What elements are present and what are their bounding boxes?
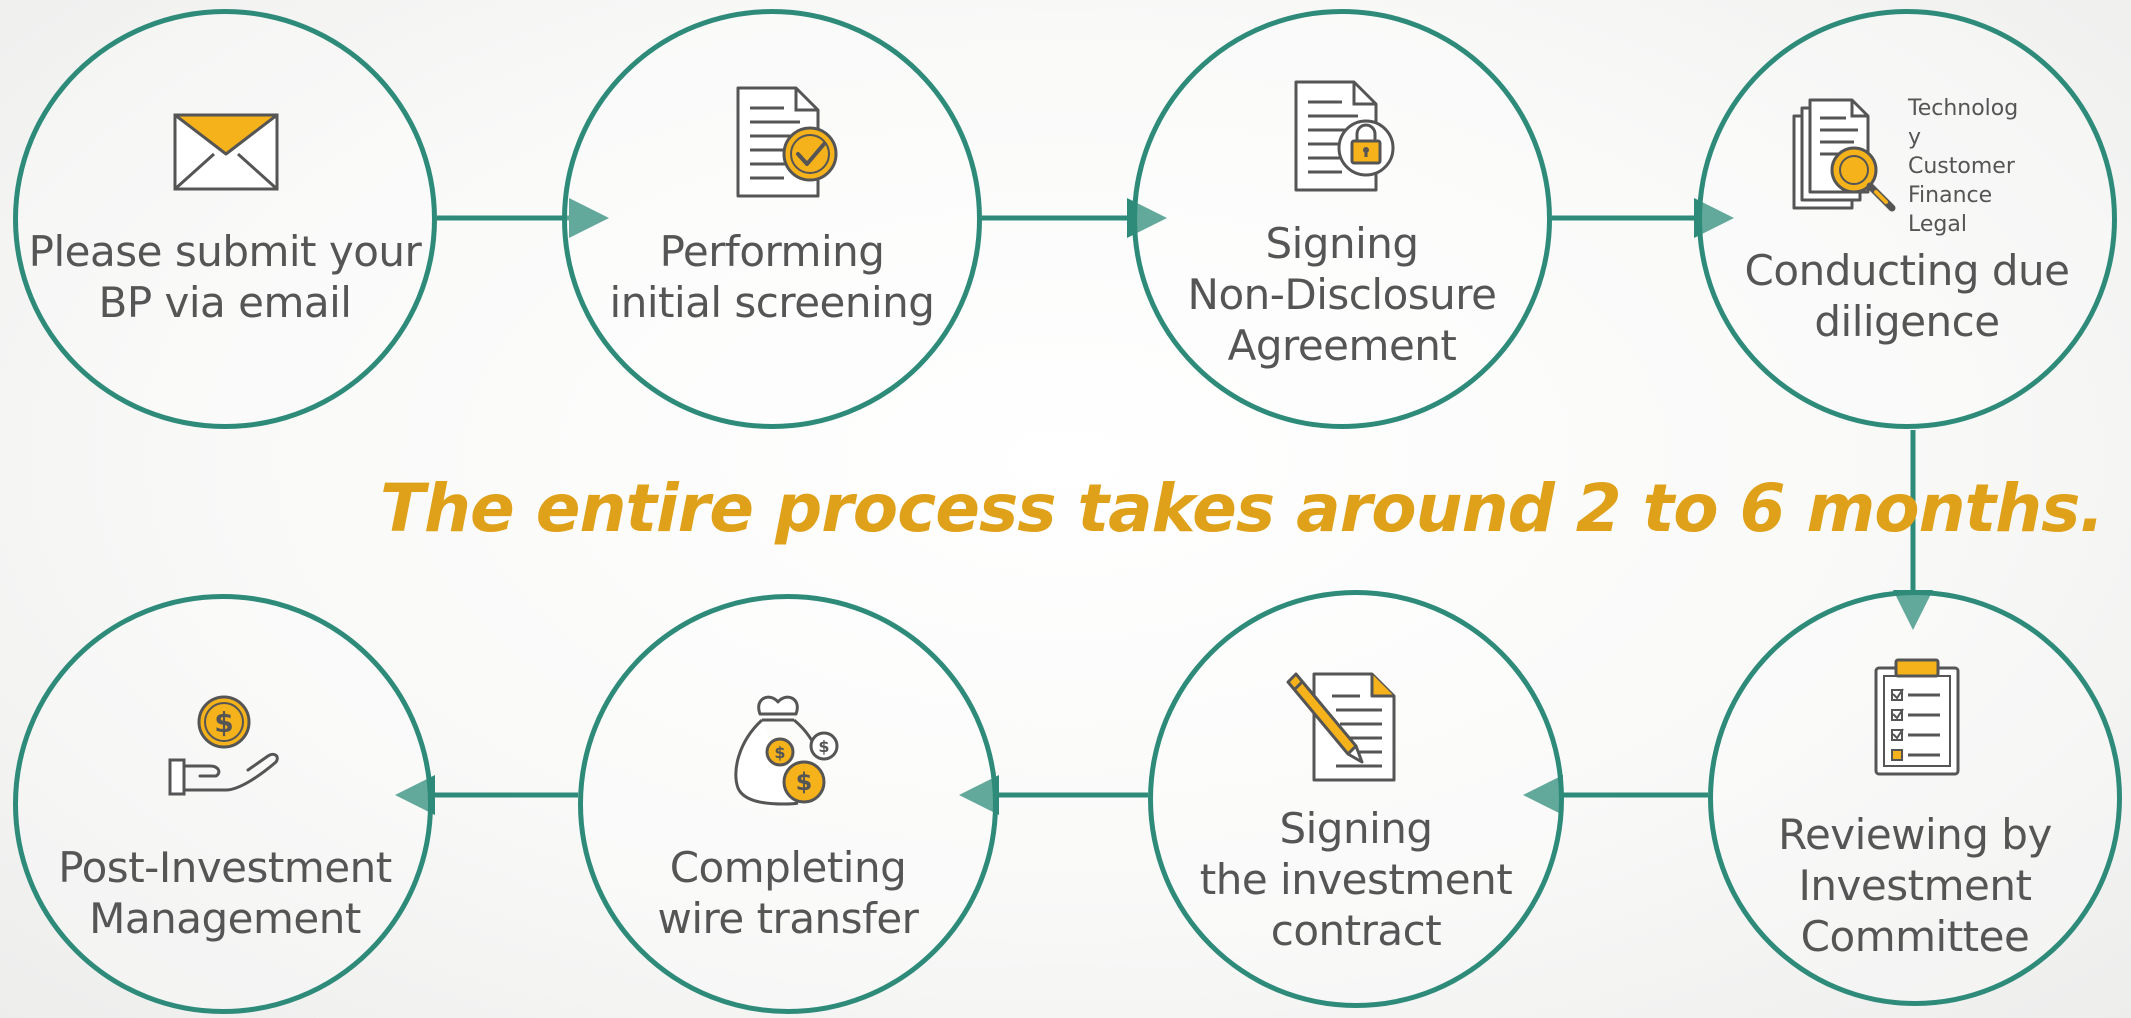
- money-bag-icon: $ $ $: [734, 695, 839, 806]
- step-1-label: Please submit your BP via email: [28, 227, 422, 327]
- step-8-circle: [13, 594, 433, 1014]
- svg-text:$: $: [818, 737, 829, 756]
- step-5-circle: [1708, 590, 2122, 1006]
- contract-pencil-icon: [1286, 672, 1396, 782]
- due-diligence-item: Finance: [1908, 183, 1993, 208]
- due-diligence-item: y: [1908, 125, 1922, 150]
- step-2-label: Performing initial screening: [609, 227, 935, 327]
- svg-text:$: $: [214, 706, 233, 739]
- due-diligence-list: Technolog y Customer Finance Legal: [1908, 94, 2018, 239]
- due-diligence-item: Technolog: [1908, 96, 2019, 121]
- svg-text:$: $: [796, 768, 813, 796]
- document-search-icon: [1792, 98, 1896, 212]
- step-3-label: Signing Non-Disclosure Agreement: [1187, 219, 1497, 370]
- step-2-circle: [562, 9, 982, 429]
- step-8-label: Post-Investment Management: [58, 843, 392, 943]
- svg-text:$: $: [774, 743, 785, 762]
- step-6-label: Signing the investment contract: [1199, 804, 1513, 955]
- step-4-label: Conducting due diligence: [1744, 246, 2070, 346]
- clipboard-checklist-icon: [1874, 658, 1960, 776]
- process-duration-headline: The entire process takes around 2 to 6 m…: [380, 470, 2104, 547]
- step-6-circle: [1148, 590, 1564, 1008]
- step-5-label: Reviewing by Investment Committee: [1778, 810, 2052, 961]
- document-check-icon: [736, 86, 838, 198]
- due-diligence-item: Customer: [1908, 154, 2015, 179]
- step-7-label: Completing wire transfer: [657, 843, 919, 943]
- due-diligence-item: Legal: [1908, 212, 1967, 237]
- hand-coin-icon: $: [168, 695, 279, 796]
- envelope-icon: [173, 113, 279, 191]
- step-4-circle: [1697, 9, 2117, 429]
- step-3-circle: [1132, 9, 1552, 429]
- document-lock-icon: [1294, 80, 1395, 192]
- step-1-circle: [13, 9, 437, 429]
